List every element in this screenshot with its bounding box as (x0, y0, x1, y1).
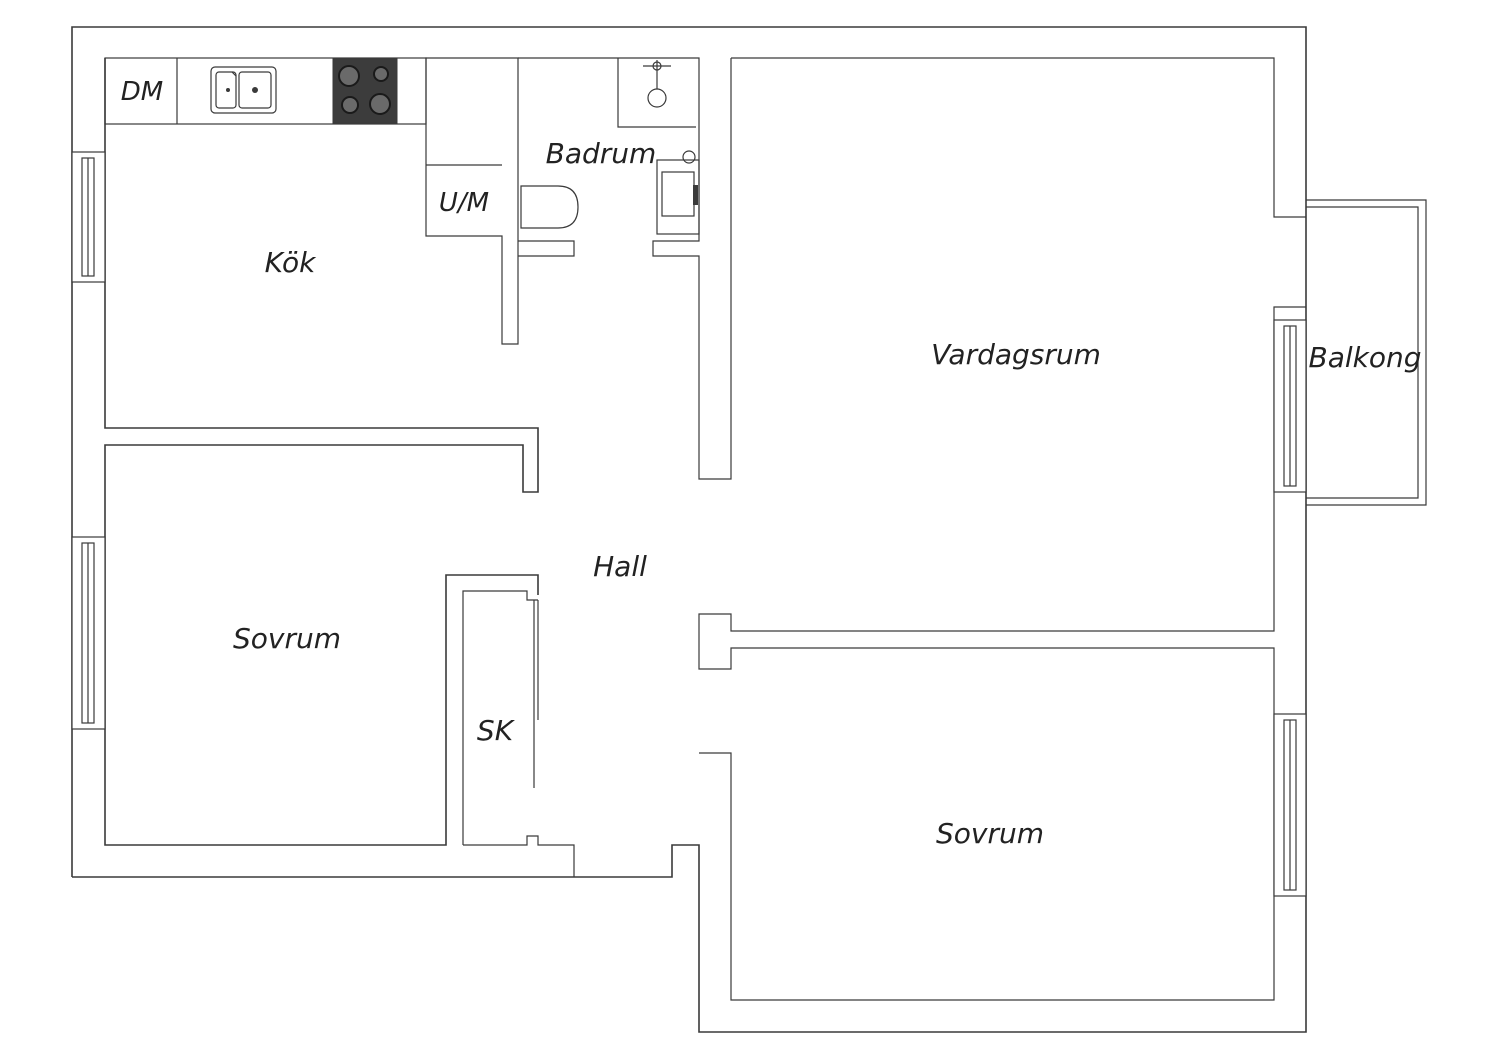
bathroom-sink-icon (656, 150, 700, 235)
bedroom-right-window (1273, 713, 1307, 897)
stove-icon (332, 58, 398, 124)
bedroom-right-area: Sovrum (936, 713, 1307, 897)
hall-label: Hall (593, 550, 647, 583)
kitchen-window (71, 151, 106, 283)
bathroom-label: Badrum (546, 137, 657, 170)
bedroom-right-label: Sovrum (936, 817, 1044, 850)
living-room-area: Vardagsrum (698, 57, 1307, 1001)
living-window (1273, 319, 1307, 493)
bedroom-left-label: Sovrum (233, 622, 341, 655)
dishwasher-label: DM (121, 77, 163, 107)
balcony-area: Balkong (1306, 199, 1427, 506)
toilet-icon (520, 185, 579, 229)
shower-icon (617, 58, 696, 128)
washer-label: U/M (439, 188, 489, 218)
living-room-label: Vardagsrum (931, 338, 1101, 371)
closet-label: SK (477, 714, 516, 747)
balcony-label: Balkong (1308, 341, 1421, 374)
kitchen-area: DM U/M Kök (71, 57, 519, 345)
closet-area: SK (462, 590, 575, 877)
bedroom-left-area: Sovrum (71, 536, 341, 730)
bathroom-area: Badrum (518, 57, 732, 480)
outer-walls (71, 26, 1307, 1033)
sink-icon (210, 66, 277, 114)
hall-area: Hall (593, 550, 647, 583)
bedroom-left-window (71, 536, 106, 730)
kitchen-label: Kök (265, 246, 317, 279)
